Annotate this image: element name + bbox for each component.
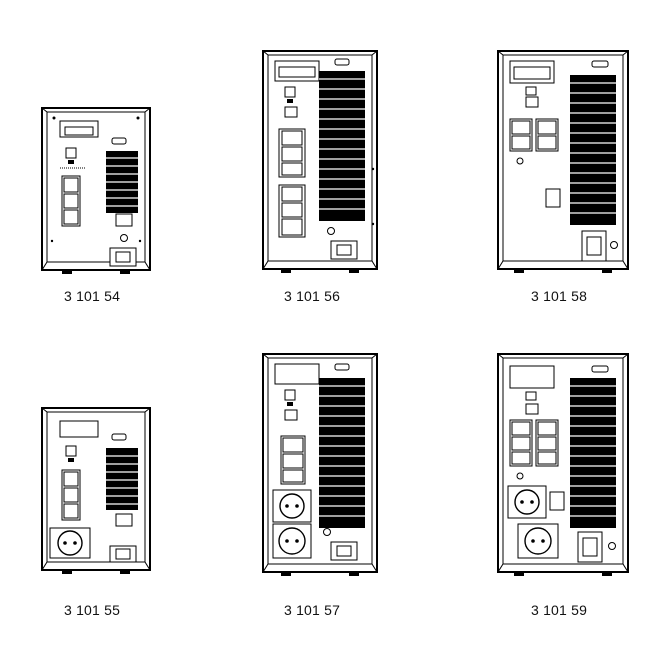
model-caption: 3 101 59 <box>531 602 588 618</box>
model-caption: 3 101 56 <box>284 288 341 304</box>
model-caption: 3 101 54 <box>64 288 121 304</box>
model-caption: 3 101 55 <box>64 602 121 618</box>
ups-rear-panel-3-101-56 <box>261 49 379 276</box>
ups-medium-schuko-drawing <box>262 353 378 576</box>
ups-rear-panel-3-101-55 <box>40 406 152 576</box>
ups-rear-panel-3-101-58 <box>496 49 630 276</box>
ups-rear-panel-3-101-54 <box>40 106 152 276</box>
model-caption: 3 101 58 <box>531 288 588 304</box>
ups-large-drawing <box>497 50 629 273</box>
ups-small-drawing <box>41 107 151 274</box>
ups-large-schuko-drawing <box>497 353 629 576</box>
ups-small-schuko-drawing <box>41 407 151 574</box>
ups-medium-drawing <box>262 50 378 273</box>
ups-rear-panel-3-101-57 <box>261 352 379 579</box>
model-caption: 3 101 57 <box>284 602 341 618</box>
ups-rear-panel-3-101-59 <box>496 352 630 579</box>
